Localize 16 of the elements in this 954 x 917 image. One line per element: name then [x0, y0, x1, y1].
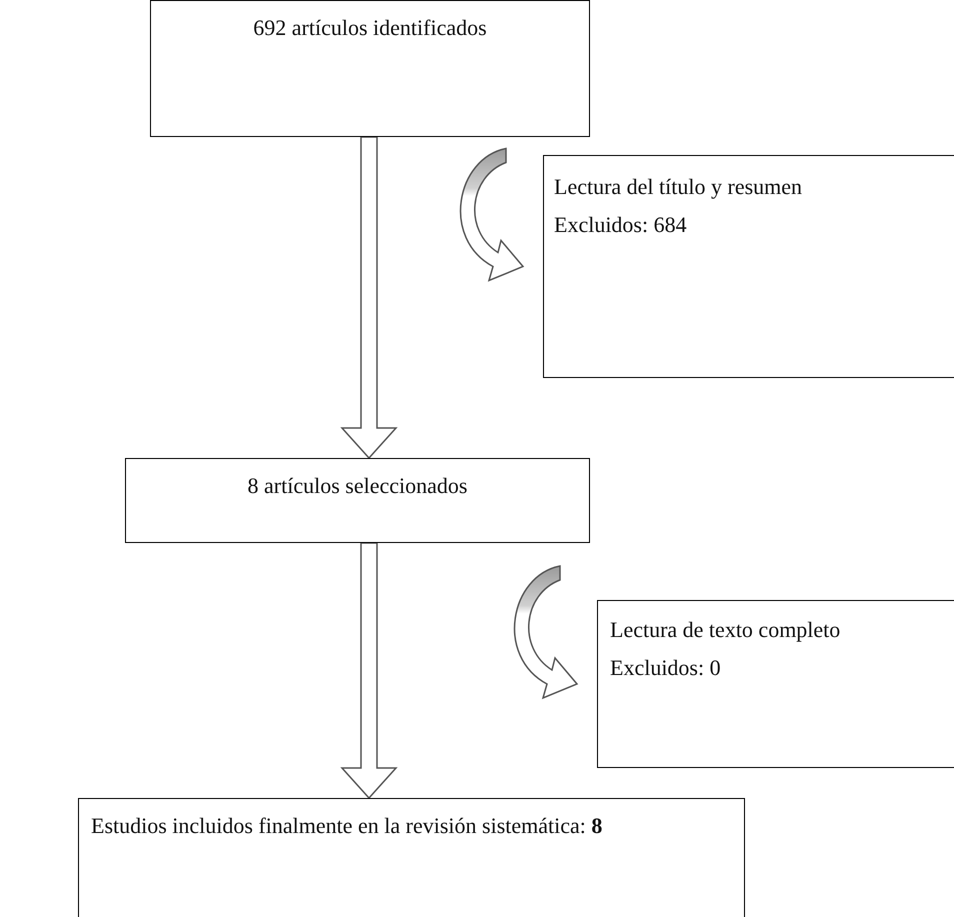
process-box: [597, 600, 954, 768]
curved-arrow: [514, 565, 578, 699]
box-text: 8 artículos seleccionados: [248, 473, 468, 500]
process-box: [150, 0, 590, 137]
process-box: [125, 458, 590, 543]
box-text: Lectura del título y resumen: [554, 174, 802, 200]
block-arrow: [340, 136, 398, 460]
box-text: Lectura de texto completo: [610, 617, 840, 644]
box-text: Estudios incluidos finalmente en la revisión sistemática: 8: [91, 813, 602, 840]
process-box: [78, 798, 745, 917]
box-text: Excluidos: 684: [554, 212, 687, 239]
curved-arrow: [460, 148, 524, 282]
block-arrow: [340, 542, 398, 800]
process-box: [543, 155, 954, 378]
box-text: 692 artículos identificados: [253, 15, 487, 42]
box-text: Excluidos: 0: [610, 655, 721, 682]
